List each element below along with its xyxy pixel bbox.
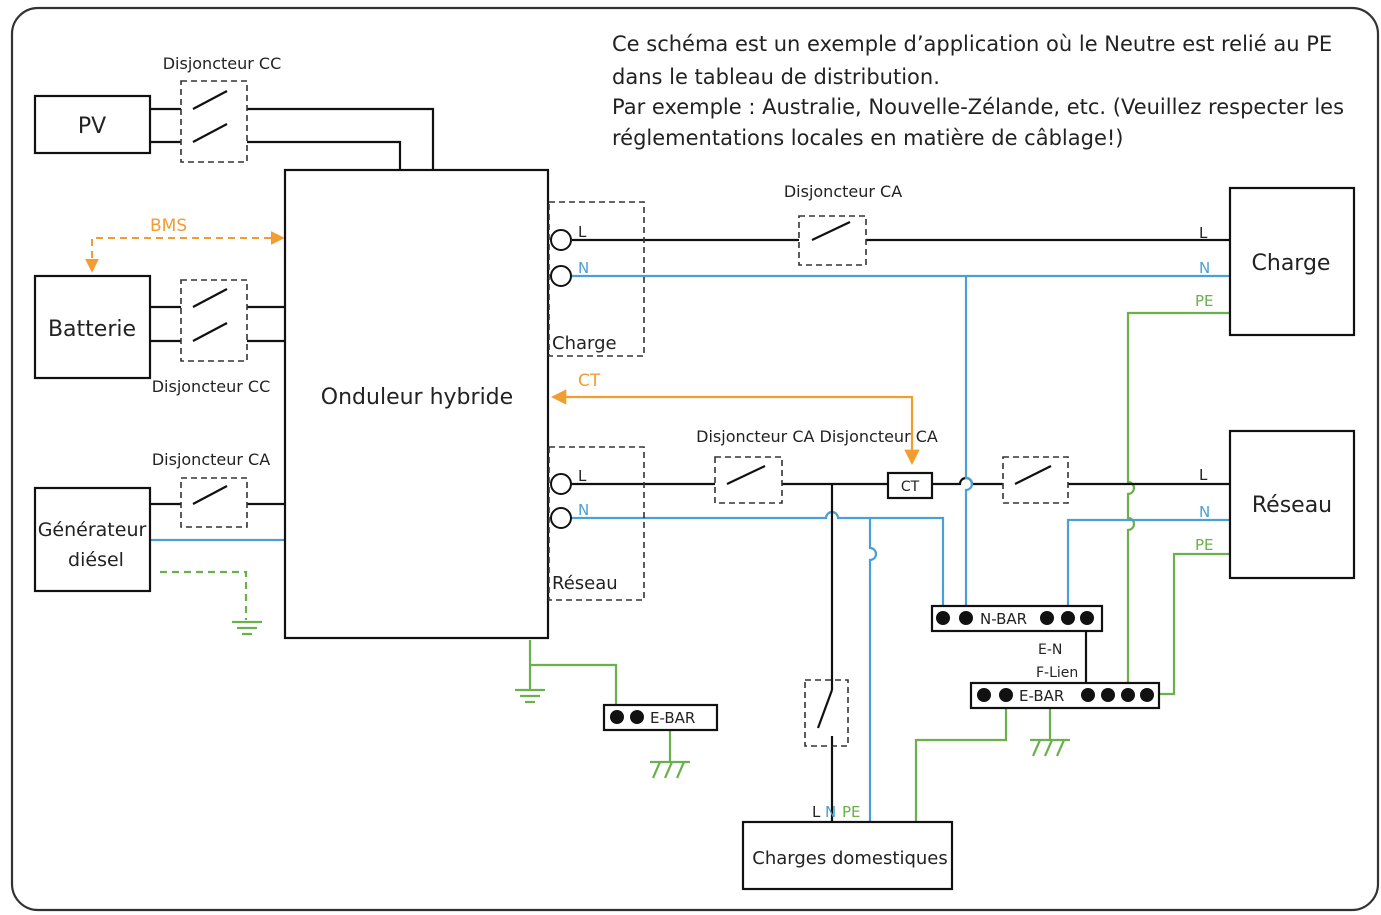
main-e-bar-label: E-BAR — [1019, 687, 1064, 705]
generator-ground-icon — [232, 620, 262, 636]
pv-panel: PV — [33, 94, 152, 155]
pv-dc-wire-1 — [150, 107, 435, 170]
inverter-ebar-earth-icon — [650, 760, 690, 779]
home-terminal-n: N — [825, 803, 836, 821]
ct-label: CT — [578, 371, 601, 391]
application-note: Ce schéma est un exemple d’application o… — [612, 32, 1344, 150]
n-bar: N-BAR — [930, 604, 1104, 633]
grid-device: Réseau — [1228, 429, 1356, 580]
wires — [150, 107, 1230, 822]
home-earth-wire — [914, 708, 1008, 822]
note-line-3: Par exemple : Australie, Nouvelle-Zéland… — [612, 95, 1344, 119]
load-earth-wire — [1126, 311, 1230, 694]
grid-port-l — [550, 473, 572, 495]
grid-port-l-label: L — [578, 467, 587, 485]
hybrid-inverter: Onduleur hybride — [283, 168, 550, 640]
home-loads-label: Charges domestiques — [752, 848, 947, 869]
n-bar-label: N-BAR — [980, 610, 1027, 628]
battery-breaker-label: Disjoncteur CC — [152, 377, 271, 396]
battery-label: Batterie — [48, 317, 136, 342]
load-label: Charge — [1252, 251, 1331, 276]
load-terminal-n: N — [1199, 259, 1210, 277]
home-terminal-pe: PE — [842, 803, 861, 821]
inverter-e-bar-label: E-BAR — [650, 709, 695, 727]
ct-box-label: CT — [901, 479, 920, 495]
grid-breakers-label: Disjoncteur CA Disjoncteur CA — [696, 427, 938, 446]
inverter-label: Onduleur hybride — [321, 385, 513, 410]
pv-dc-breaker: Disjoncteur CC — [163, 54, 282, 163]
load-port-l-label: L — [578, 223, 587, 241]
bms-label: BMS — [150, 216, 187, 236]
grid-neutral-wire — [572, 510, 945, 608]
note-line-1: Ce schéma est un exemple d’application o… — [612, 32, 1332, 56]
signals: BMS CT — [85, 216, 920, 466]
grid-port-group: L N Réseau — [548, 446, 645, 601]
load-port-n — [550, 265, 572, 287]
load-ac-breaker: Disjoncteur CA — [784, 182, 902, 266]
ct-sensor: CT — [886, 471, 934, 500]
grid-port-group-label: Réseau — [552, 573, 618, 594]
diesel-generator: Générateur diésel — [33, 486, 152, 593]
load-terminal-l: L — [1199, 224, 1208, 242]
inverter-ground-icon — [515, 688, 545, 704]
generator-breaker-label: Disjoncteur CA — [152, 450, 270, 469]
grid-ac-breaker-2 — [1002, 456, 1069, 504]
home-neutral-wire — [868, 518, 878, 822]
battery: Batterie — [33, 274, 152, 380]
home-terminal-l: L — [812, 803, 821, 821]
inverter-e-bar: E-BAR — [602, 703, 719, 732]
generator-ac-breaker: Disjoncteur CA — [152, 450, 270, 528]
load-device: Charge — [1228, 186, 1356, 337]
grid-terminal-l: L — [1199, 466, 1208, 484]
e-n-link-label-2: F-Lien — [1036, 665, 1078, 681]
home-ac-breaker — [804, 679, 849, 747]
note-line-4: réglementations locales en matière de câ… — [612, 126, 1124, 150]
load-neutral-drop — [964, 276, 974, 608]
pv-breaker-label: Disjoncteur CC — [163, 54, 282, 73]
inverter-earth-wire — [528, 640, 618, 706]
bms-link — [85, 231, 285, 273]
generator-label-1: Générateur — [38, 519, 147, 541]
e-n-link-label-1: E-N — [1038, 642, 1062, 658]
pv-label: PV — [78, 114, 106, 139]
load-port-group: L N Charge — [548, 201, 645, 357]
grid-port-n — [550, 507, 572, 529]
grid-label: Réseau — [1252, 493, 1332, 518]
generator-earth-wire — [160, 570, 248, 620]
load-terminal-pe: PE — [1195, 292, 1214, 310]
grid-ac-breaker-1 — [714, 456, 783, 504]
grid-neutral-to-nbar — [1066, 518, 1230, 608]
generator-label-2: diésel — [68, 549, 124, 571]
battery-dc-breaker: Disjoncteur CC — [152, 279, 271, 396]
main-ebar-earth-icon — [1030, 738, 1070, 757]
note-line-2: dans le tableau de distribution. — [612, 65, 940, 89]
load-port-l — [550, 229, 572, 251]
grid-terminal-n: N — [1199, 503, 1210, 521]
ct-link — [550, 389, 920, 466]
grid-earth-wire — [1158, 552, 1230, 696]
main-e-bar: E-BAR — [969, 681, 1161, 710]
load-port-group-label: Charge — [552, 333, 617, 354]
grid-terminal-pe: PE — [1195, 536, 1214, 554]
home-loads: Charges domestiques — [741, 820, 954, 891]
load-port-n-label: N — [578, 259, 589, 277]
grid-live-wire-b — [932, 476, 1230, 486]
diagram-frame — [10, 6, 1380, 912]
load-breaker-label: Disjoncteur CA — [784, 182, 902, 201]
pv-dc-wire-2 — [150, 140, 402, 170]
grid-port-n-label: N — [578, 501, 589, 519]
